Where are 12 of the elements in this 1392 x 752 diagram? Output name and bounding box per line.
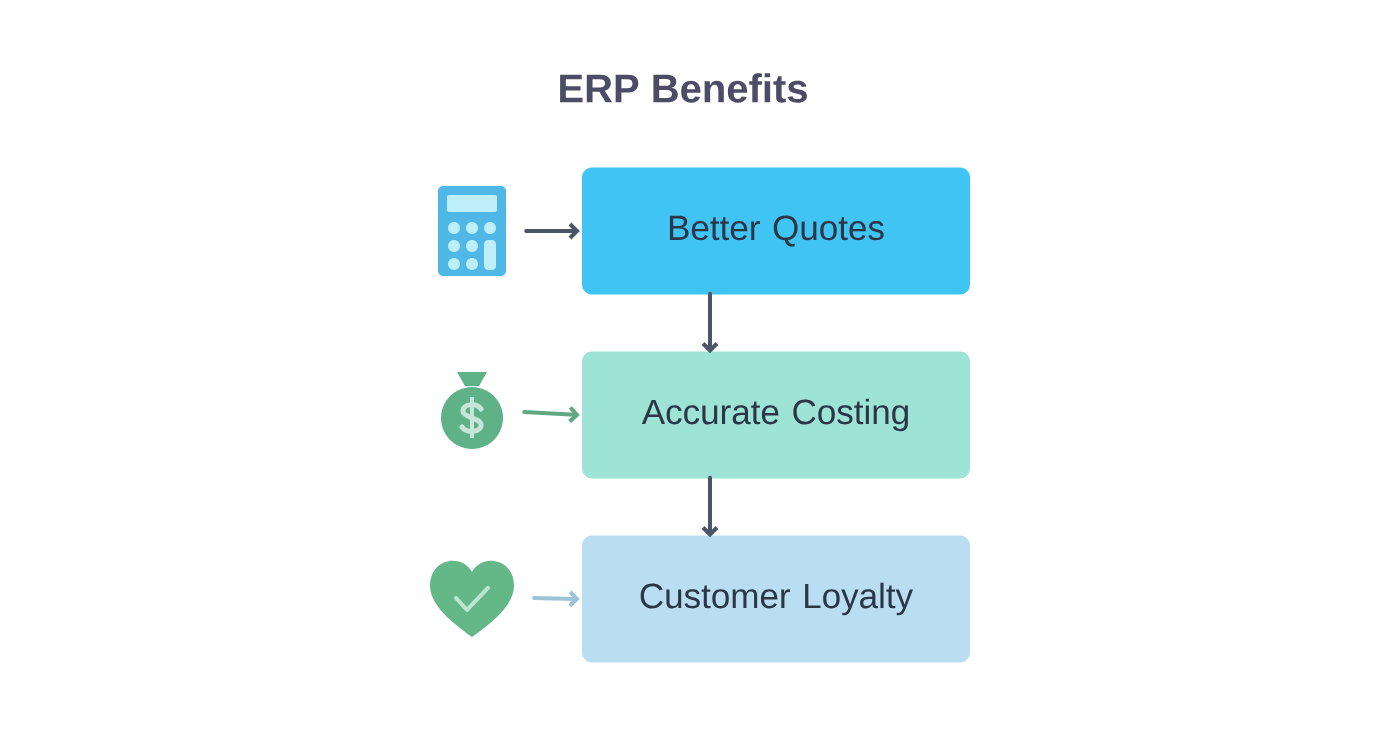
arrow (532, 590, 580, 608)
arrow (701, 475, 719, 538)
arrow (701, 291, 719, 354)
money-bag-icon (441, 372, 503, 449)
arrow (524, 222, 580, 240)
process-box: Customer Loyalty (582, 535, 970, 663)
heart-icon (430, 560, 514, 637)
title: ERP Benefits (560, 73, 807, 103)
process-box: Accurate Costing (582, 351, 970, 479)
process-box: Better Quotes (582, 167, 970, 295)
arrow (522, 406, 580, 423)
calculator-icon (438, 186, 506, 276)
